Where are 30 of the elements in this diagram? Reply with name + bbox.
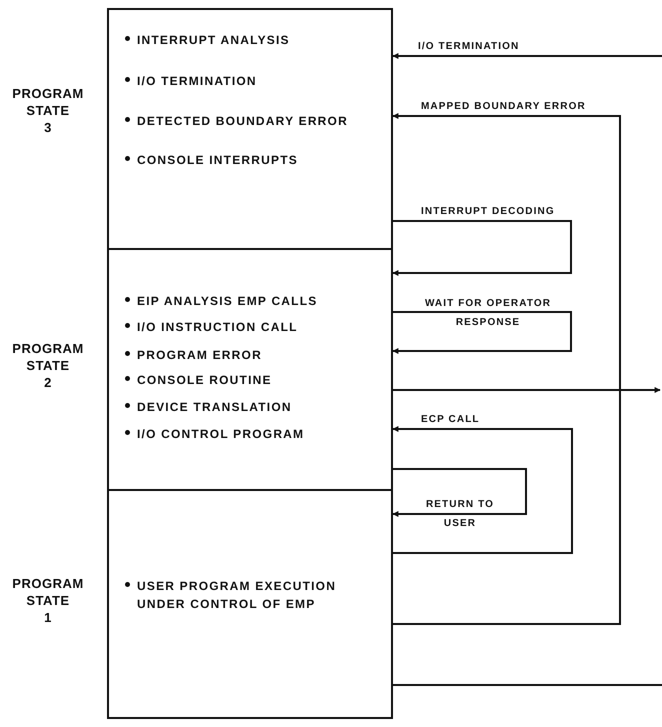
edge-label: I/O TERMINATION (418, 40, 520, 54)
arrow (392, 53, 662, 59)
list-item-text: CONSOLE INTERRUPTS (137, 152, 298, 169)
connector-arrow (392, 311, 572, 354)
connector-arrow (392, 113, 621, 625)
edge-label: MAPPED BOUNDARY ERROR (421, 100, 587, 114)
state-label: PROGRAM STATE 1 (11, 574, 85, 626)
list-item-text: I/O CONTROL PROGRAM (137, 426, 304, 443)
state-label: PROGRAM STATE 2 (11, 340, 85, 390)
state-label: PROGRAM STATE 3 (11, 84, 85, 136)
edge-label: WAIT FOR OPERATOR RESPONSE (424, 297, 552, 330)
edge-label: RETURN TO USER (424, 498, 496, 531)
list-item-text: PROGRAM ERROR (137, 347, 262, 364)
list-item-text: CONSOLE ROUTINE (137, 372, 272, 389)
list-item-text: I/O INSTRUCTION CALL (137, 319, 298, 336)
arrow (393, 387, 661, 393)
list-item-text: DEVICE TRANSLATION (137, 399, 292, 416)
edge-label: ECP CALL (421, 413, 481, 427)
list-item-text: DETECTED BOUNDARY ERROR (137, 113, 348, 130)
connector-arrow (392, 426, 573, 554)
connector-arrow (392, 220, 572, 276)
list-item-text: EIP ANALYSIS EMP CALLS (137, 293, 318, 310)
list-item-text: INTERRUPT ANALYSIS (137, 32, 290, 49)
program-state-box (107, 489, 393, 719)
list-item-text: USER PROGRAM EXECUTION UNDER CONTROL OF EMP (137, 578, 338, 613)
list-item-text: I/O TERMINATION (137, 73, 257, 90)
program-state-box (107, 248, 393, 491)
program-state-box (107, 8, 393, 250)
edge-label: INTERRUPT DECODING (421, 205, 556, 219)
connector-arrow (392, 468, 527, 517)
